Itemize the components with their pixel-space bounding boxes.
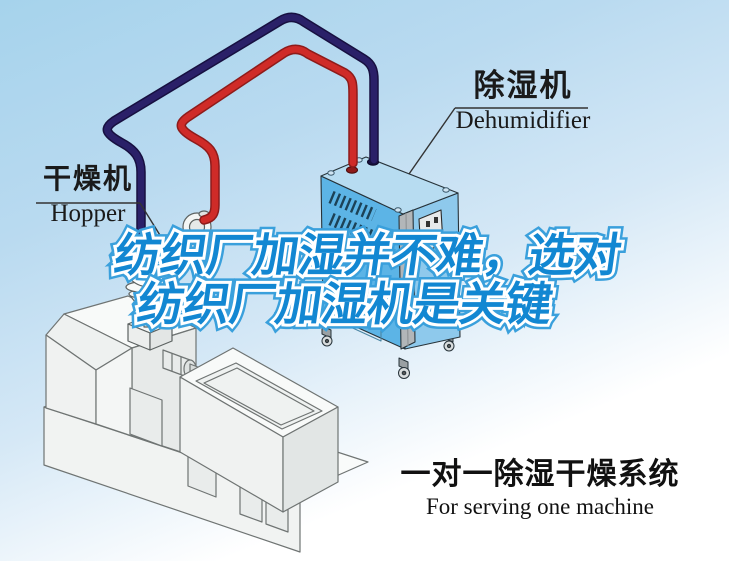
caption-zh: 一对一除湿干燥系统	[400, 458, 680, 491]
supply-pipe-flange	[345, 166, 359, 174]
supply-air-pipe	[176, 44, 358, 225]
callout-lines	[36, 107, 588, 241]
extruder-machine	[43, 295, 369, 553]
headline-line-2: 纺织厂加湿机是关键 纺织厂加湿机是关键 纺织厂加湿机是关键	[0, 273, 713, 336]
control-panel	[418, 209, 444, 254]
clamp-box-recess	[195, 362, 323, 430]
headline-line-1: 纺织厂加湿并不难，选对 纺织厂加湿并不难，选对 纺织厂加湿并不难，选对	[0, 224, 729, 287]
hopper-callout: 干燥机 Hopper	[30, 162, 146, 227]
caption: 一对一除湿干燥系统 For serving one machine	[395, 458, 685, 520]
machine-window	[129, 387, 163, 447]
hopper-leader-line	[139, 202, 164, 241]
hopper-label-zh: 干燥机	[42, 163, 133, 194]
top-bolts	[327, 157, 450, 213]
dehumidifier-leader-line	[408, 107, 456, 175]
hopper-label-en: Hopper	[50, 200, 126, 227]
headline-line1-text: 纺织厂加湿并不难，选对	[111, 229, 625, 281]
headline-line2-text: 纺织厂加湿机是关键	[134, 278, 556, 330]
caption-en: For serving one machine	[425, 494, 655, 519]
dehumidifier-label-en: Dehumidifier	[455, 107, 591, 134]
louver-vents	[328, 191, 381, 245]
dehumidifier-callout: 除湿机 Dehumidifier	[448, 68, 598, 134]
return-air-pipe	[102, 12, 379, 254]
dehumidifier-unit	[320, 156, 461, 379]
dehumidifier-label-zh: 除湿机	[473, 68, 573, 103]
headline: 纺织厂加湿并不难，选对 纺织厂加湿并不难，选对 纺织厂加湿并不难，选对 纺织厂加…	[0, 224, 729, 336]
